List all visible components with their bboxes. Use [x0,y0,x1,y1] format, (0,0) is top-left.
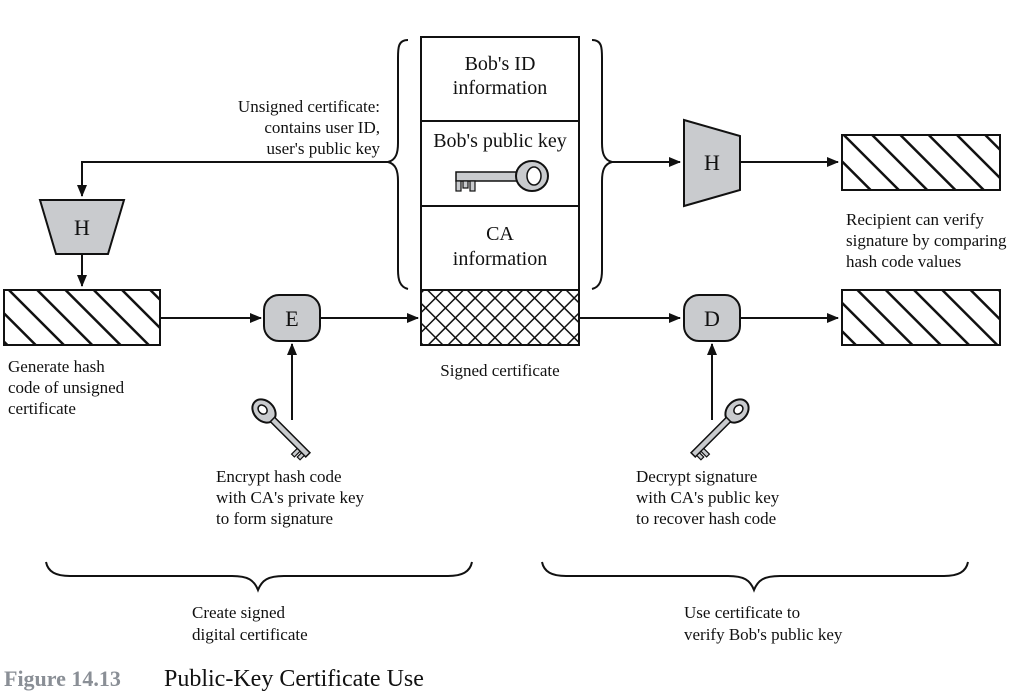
generate-note: Generate hash code of unsigned certifica… [8,357,125,418]
verify-group-line2: verify Bob's public key [684,625,843,644]
recipient-note-line2: signature by comparing [846,231,1007,250]
decrypt-label: D [704,306,720,331]
bob-id-line1: Bob's ID [465,53,536,75]
ca-public-key-icon [689,398,750,461]
encrypt-label: E [285,306,298,331]
unsigned-to-hash-arrow [77,161,388,197]
unsigned-certificate-note: Unsigned certificate: contains user ID, … [238,97,381,158]
generate-note-line1: Generate hash [8,357,105,376]
verify-group-line1: Use certificate to [684,603,800,622]
verify-group-label: Use certificate to verify Bob's public k… [684,603,843,644]
public-key-icon [455,160,549,192]
ca-info-section [420,205,580,291]
hash-right-label: H [704,150,720,175]
create-group-brace [45,561,473,593]
ca-info-line1: CA [486,223,514,245]
decrypt-note-line3: to recover hash code [636,509,776,528]
recipient-note-line1: Recipient can verify [846,210,984,229]
bob-id-line2: information [453,77,547,99]
hash-code-recovered [841,289,1001,346]
generate-note-line2: code of unsigned [8,378,125,397]
encrypt-note: Encrypt hash code with CA's private key … [216,467,365,528]
certificate: Bob's ID information Bob's public key CA… [420,36,580,380]
decrypt-note-line2: with CA's public key [636,488,780,507]
signed-certificate-label: Signed certificate [440,361,559,380]
bob-public-key-label: Bob's public key [433,130,567,152]
recipient-note: Recipient can verify signature by compar… [846,210,1007,271]
hash-left-label: H [74,215,90,240]
bob-id-section [420,36,580,122]
encrypt-note-line3: to form signature [216,509,333,528]
decrypt-block: D [683,294,741,342]
encrypt-note-line1: Encrypt hash code [216,467,342,486]
private-key-icon [251,398,312,461]
figure-title: Public-Key Certificate Use [164,666,424,692]
right-brace [591,39,613,290]
decrypt-note-line1: Decrypt signature [636,467,757,486]
encrypt-note-line2: with CA's private key [216,488,365,507]
signature-block [420,289,580,346]
hash-function-right: H [683,118,741,208]
create-group-label: Create signed digital certificate [192,603,308,644]
decrypt-note: Decrypt signature with CA's public key t… [636,467,780,528]
hash-code-left [3,289,161,346]
figure-caption: Figure 14.13 Public-Key Certificate Use [4,666,424,692]
generate-note-line3: certificate [8,399,76,418]
unsigned-note-line3: user's public key [266,139,380,158]
bob-public-key-section [420,120,580,207]
hash-function-left: H [38,199,126,255]
recipient-note-line3: hash code values [846,252,961,271]
ca-info-line2: information [453,248,547,270]
figure-number: Figure 14.13 [4,666,121,691]
create-group-line2: digital certificate [192,625,308,644]
hash-code-computed [841,134,1001,191]
create-group-line1: Create signed [192,603,285,622]
left-brace [387,39,409,290]
verify-group-brace [541,561,969,593]
unsigned-note-line2: contains user ID, [264,118,380,137]
unsigned-note-line1: Unsigned certificate: [238,97,380,116]
encrypt-block: E [263,294,321,342]
